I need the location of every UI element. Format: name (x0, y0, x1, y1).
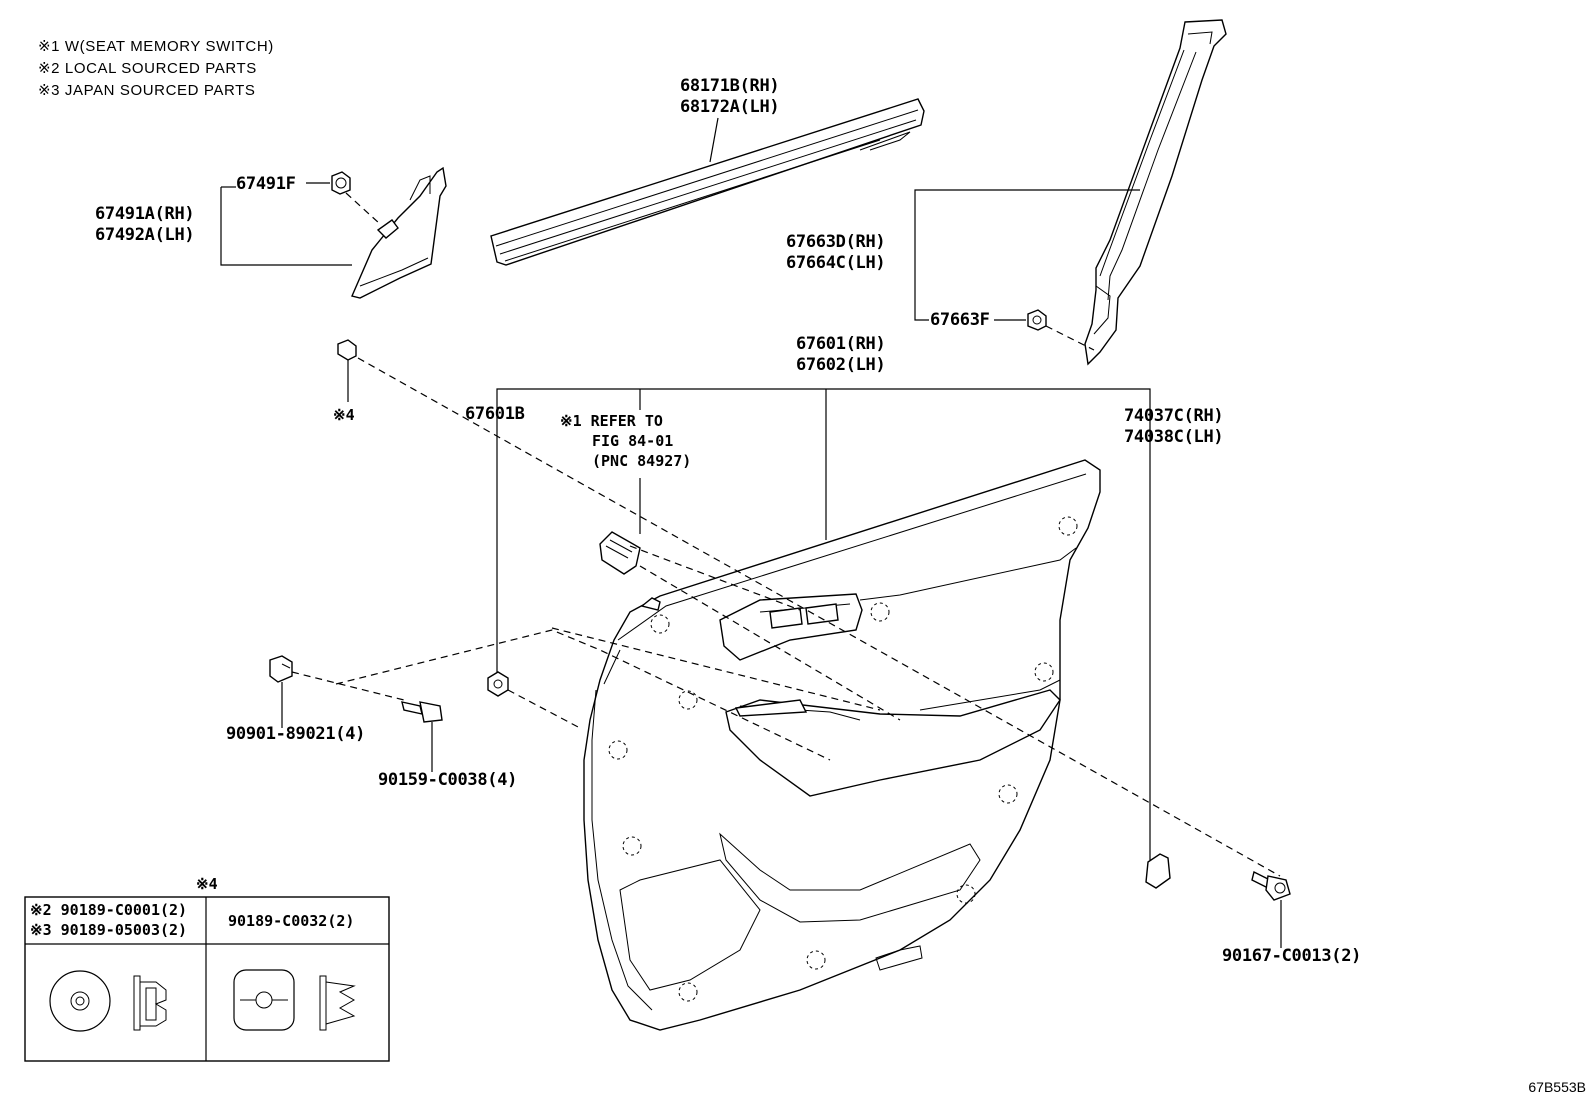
clip-table (24, 896, 390, 1062)
corner-cover-part (351, 166, 447, 299)
seat-memory-switch-part (599, 531, 641, 575)
label-68171b: 68171B(RH) (680, 76, 780, 96)
label-67663d: 67663D(RH) (786, 232, 886, 252)
clip-67491f-part (331, 171, 351, 195)
label-refer-fig: FIG 84-01 (592, 432, 674, 450)
cover-cap-part (1145, 853, 1171, 889)
clip-4-part (337, 339, 357, 361)
clip-67601b-part (487, 671, 509, 697)
label-67663f: 67663F (930, 310, 990, 330)
clip-table-local-part: ※2 90189-C0001(2) (30, 901, 188, 919)
label-90167: 90167-C0013(2) (1222, 946, 1362, 966)
note-seat-memory: ※1 W(SEAT MEMORY SWITCH) (38, 38, 274, 55)
label-90159: 90159-C0038(4) (378, 770, 518, 790)
label-67601: 67601(RH) (796, 334, 886, 354)
label-67492a: 67492A(LH) (95, 225, 195, 245)
label-74037c: 74037C(RH) (1124, 406, 1224, 426)
label-refer-pnc: (PNC 84927) (592, 452, 692, 470)
label-mark-4: ※4 (333, 406, 355, 424)
door-trim-board-part (583, 459, 1101, 1031)
label-67491a: 67491A(RH) (95, 204, 195, 224)
label-67664c: 67664C(LH) (786, 253, 886, 273)
note-local-sourced: ※2 LOCAL SOURCED PARTS (38, 60, 257, 77)
clip-67663f-part (1027, 309, 1047, 331)
label-90901: 90901-89021(4) (226, 724, 366, 744)
drawing-code: 67B553B (1528, 1079, 1586, 1095)
label-refer-to: ※1 REFER TO (560, 412, 663, 430)
label-67601b: 67601B (465, 404, 525, 424)
label-67602: 67602(LH) (796, 355, 886, 375)
clip-table-japan-part: ※3 90189-05003(2) (30, 921, 188, 939)
belt-weatherstrip-part (490, 98, 925, 266)
label-74038c: 74038C(LH) (1124, 427, 1224, 447)
clip-table-mark: ※4 (196, 875, 218, 893)
label-67491f: 67491F (236, 174, 296, 194)
clip-table-c0032-part: 90189-C0032(2) (228, 912, 355, 930)
note-japan-sourced: ※3 JAPAN SOURCED PARTS (38, 82, 256, 99)
label-68172a: 68172A(LH) (680, 97, 780, 117)
screw-90167-part (1251, 870, 1291, 901)
screw-90159-part (401, 701, 443, 723)
pillar-garnish-part (1084, 19, 1227, 366)
retainer-90901-part (269, 655, 293, 683)
